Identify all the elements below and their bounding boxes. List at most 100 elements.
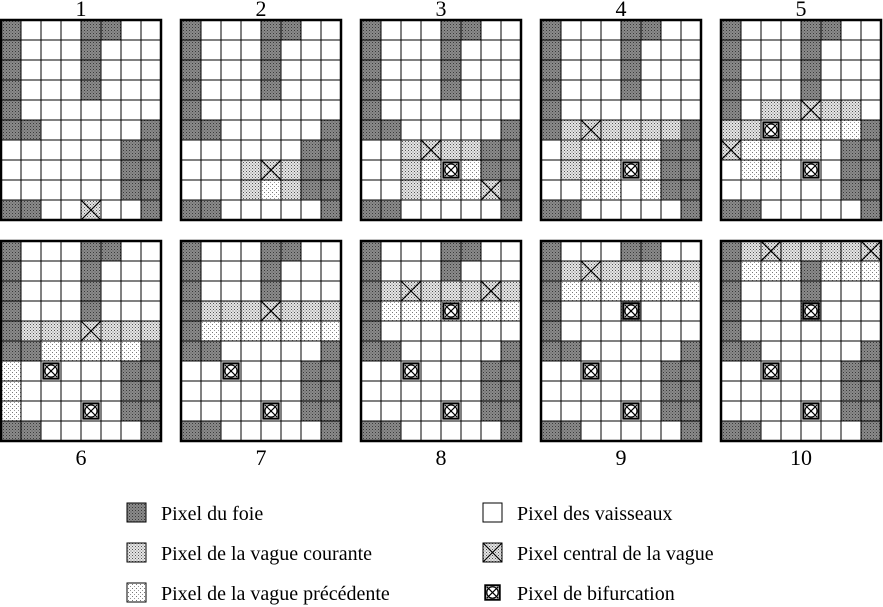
vessel-pixel bbox=[100, 260, 122, 282]
vessel-pixel bbox=[560, 179, 582, 201]
vessel-pixel bbox=[220, 79, 242, 101]
liver-pixel bbox=[860, 179, 882, 201]
vessel-pixel bbox=[420, 79, 442, 101]
bifurcation-pixel-marker bbox=[82, 402, 100, 420]
previous-pixel bbox=[740, 139, 762, 161]
vessel-pixel bbox=[740, 99, 762, 121]
vessel-pixel bbox=[640, 199, 662, 221]
bifurcation-pixel-marker bbox=[42, 362, 60, 380]
previous-pixel bbox=[640, 139, 662, 161]
liver-pixel bbox=[500, 380, 522, 402]
liver-pixel bbox=[540, 420, 562, 442]
liver-pixel bbox=[720, 39, 742, 61]
vessel-pixel bbox=[40, 99, 62, 121]
vessel-pixel bbox=[760, 199, 782, 221]
wave-center-pixel-marker bbox=[260, 159, 282, 181]
liver-pixel bbox=[180, 260, 202, 282]
liver-pixel bbox=[320, 199, 342, 221]
vessel-pixel bbox=[780, 300, 802, 322]
bifurcation-pixel-marker bbox=[262, 402, 280, 420]
vessel-pixel bbox=[200, 139, 222, 161]
liver-pixel bbox=[140, 179, 162, 201]
vessel-pixel bbox=[140, 280, 162, 302]
vessel-pixel bbox=[300, 340, 322, 362]
previous-pixel bbox=[80, 340, 102, 362]
liver-pixel bbox=[720, 300, 742, 322]
vessel-pixel bbox=[400, 420, 422, 442]
vessel-pixel bbox=[860, 19, 882, 41]
current-pixel bbox=[280, 159, 302, 181]
liver-pixel bbox=[360, 19, 382, 41]
previous-pixel bbox=[780, 119, 802, 141]
liver-pixel bbox=[180, 79, 202, 101]
legend-label: Pixel de la vague précédente bbox=[161, 583, 390, 605]
vessel-pixel bbox=[80, 159, 102, 181]
current-pixel bbox=[620, 119, 642, 141]
liver-pixel bbox=[560, 199, 582, 221]
vessel-pixel bbox=[460, 340, 482, 362]
liver-pixel bbox=[0, 59, 22, 81]
vessel-pixel bbox=[20, 400, 42, 422]
liver-pixel bbox=[500, 139, 522, 161]
grid-border bbox=[359, 239, 523, 443]
liver-pixel bbox=[500, 159, 522, 181]
vessel-pixel bbox=[280, 260, 302, 282]
liver-pixel bbox=[440, 59, 462, 81]
bifurcation-pixel-marker bbox=[802, 302, 820, 320]
vessel-pixel bbox=[420, 59, 442, 81]
current-pixel bbox=[560, 139, 582, 161]
current-pixel bbox=[240, 159, 262, 181]
vessel-pixel bbox=[60, 159, 82, 181]
legend-swatch bbox=[126, 582, 147, 603]
vessel-pixel bbox=[740, 280, 762, 302]
liver-pixel bbox=[80, 19, 102, 41]
vessel-pixel bbox=[280, 59, 302, 81]
panel-number-label: 4 bbox=[616, 0, 627, 21]
previous-pixel bbox=[820, 260, 842, 282]
liver-pixel bbox=[260, 79, 282, 101]
vessel-pixel bbox=[20, 380, 42, 402]
liver-pixel bbox=[140, 420, 162, 442]
liver-pixel bbox=[320, 360, 342, 382]
vessel-pixel bbox=[420, 420, 442, 442]
bifurcation-pixel-marker bbox=[442, 302, 460, 320]
vessel-pixel bbox=[640, 420, 662, 442]
vessel-pixel bbox=[280, 340, 302, 362]
previous-pixel bbox=[600, 179, 622, 201]
liver-pixel bbox=[540, 119, 562, 141]
vessel-pixel bbox=[40, 179, 62, 201]
current-pixel bbox=[780, 99, 802, 121]
vessel-pixel bbox=[380, 360, 402, 382]
vessel-pixel bbox=[840, 39, 862, 61]
vessel-pixel bbox=[320, 39, 342, 61]
previous-pixel bbox=[500, 300, 522, 322]
liver-pixel bbox=[360, 260, 382, 282]
liver-pixel bbox=[360, 59, 382, 81]
vessel-pixel bbox=[440, 360, 462, 382]
previous-pixel bbox=[440, 179, 462, 201]
vessel-pixel bbox=[60, 240, 82, 262]
vessel-pixel bbox=[240, 19, 262, 41]
vessel-pixel bbox=[200, 380, 222, 402]
liver-pixel bbox=[320, 340, 342, 362]
vessel-pixel bbox=[480, 199, 502, 221]
vessel-pixel bbox=[720, 400, 742, 422]
vessel-pixel bbox=[400, 119, 422, 141]
current-pixel bbox=[660, 260, 682, 282]
liver-pixel bbox=[0, 119, 22, 141]
wave-center-pixel-marker bbox=[860, 240, 882, 262]
vessel-pixel bbox=[420, 240, 442, 262]
liver-pixel bbox=[120, 380, 142, 402]
liver-pixel bbox=[80, 280, 102, 302]
vessel-pixel bbox=[120, 199, 142, 221]
vessel-pixel bbox=[40, 139, 62, 161]
vessel-pixel bbox=[300, 59, 322, 81]
liver-pixel bbox=[800, 280, 822, 302]
vessel-pixel bbox=[180, 179, 202, 201]
liver-pixel bbox=[360, 340, 382, 362]
legend-item-current: Pixel de la vague courante bbox=[126, 542, 372, 565]
vessel-pixel bbox=[400, 320, 422, 342]
liver-pixel bbox=[680, 420, 702, 442]
vessel-pixel bbox=[20, 260, 42, 282]
previous-pixel bbox=[600, 159, 622, 181]
